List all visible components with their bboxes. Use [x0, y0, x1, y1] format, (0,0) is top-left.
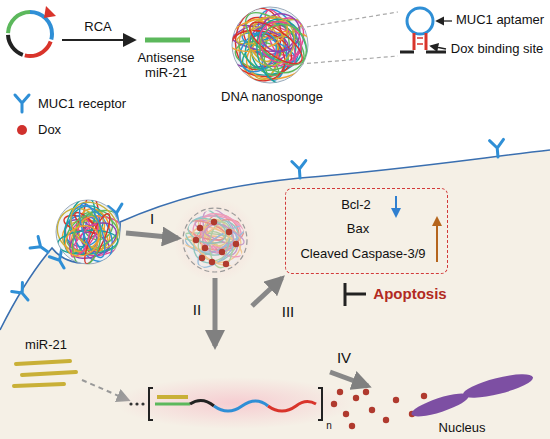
vesicle [183, 208, 247, 272]
component-label: Nucleus [439, 421, 486, 436]
step-arrow [330, 372, 368, 386]
pointer [431, 46, 446, 49]
legend-text: MUC1 receptor [38, 96, 126, 111]
component-label: Antisense miR-21 [129, 51, 203, 81]
repeat-index: n [326, 420, 332, 432]
pointer [437, 20, 452, 21]
receptor-symbol [15, 95, 29, 112]
zoom-line [300, 12, 398, 28]
antisense-strand [145, 38, 190, 43]
legend-swatch [17, 125, 27, 135]
nanosponge [220, 3, 320, 91]
plasmid [8, 12, 52, 56]
nanosponge [49, 193, 128, 268]
legend-item: Dox [38, 122, 61, 137]
up-arrow [436, 218, 438, 262]
step-arrow [252, 278, 282, 306]
step-number: III [282, 303, 295, 320]
cell [0, 150, 550, 439]
step-arrow [213, 278, 218, 346]
dox-dots [193, 219, 239, 267]
callout-label: Dox binding site [451, 42, 544, 57]
component-label: DNA nanosponge [221, 90, 323, 105]
callout-label: MUC1 aptamer [456, 13, 544, 28]
glow [115, 377, 355, 429]
rca-arrow [62, 39, 134, 41]
zoom-line [300, 56, 398, 64]
plasmid-arrowhead [44, 6, 56, 18]
nucleus [409, 370, 535, 421]
dox-dots [331, 389, 427, 429]
dna-chain [129, 388, 322, 420]
dashed-box: Bcl-2BaxCleaved Caspase-3/9 [285, 188, 448, 274]
down-arrow [395, 196, 397, 216]
step-arrow [126, 233, 178, 238]
glow [173, 198, 257, 282]
nanosponge [173, 198, 257, 274]
step-number: II [193, 301, 201, 318]
component-label: miR-21 [25, 338, 67, 353]
legend-item: MUC1 receptor [38, 96, 126, 111]
protein-label: Cleaved Caspase-3/9 [300, 246, 425, 261]
protein-label: Bax [347, 221, 369, 236]
inhibit-line [345, 293, 366, 296]
outcome-label: Apoptosis [373, 285, 446, 302]
step-number: IV [337, 349, 351, 366]
cell-membrane [0, 150, 550, 330]
protein-label: Bcl-2 [341, 197, 371, 212]
hairpin [400, 8, 446, 52]
receptors [12, 139, 505, 304]
mirna [14, 361, 76, 386]
legend-text: Dox [38, 122, 61, 137]
step-number: I [150, 210, 154, 227]
process-label: RCA [84, 20, 111, 35]
